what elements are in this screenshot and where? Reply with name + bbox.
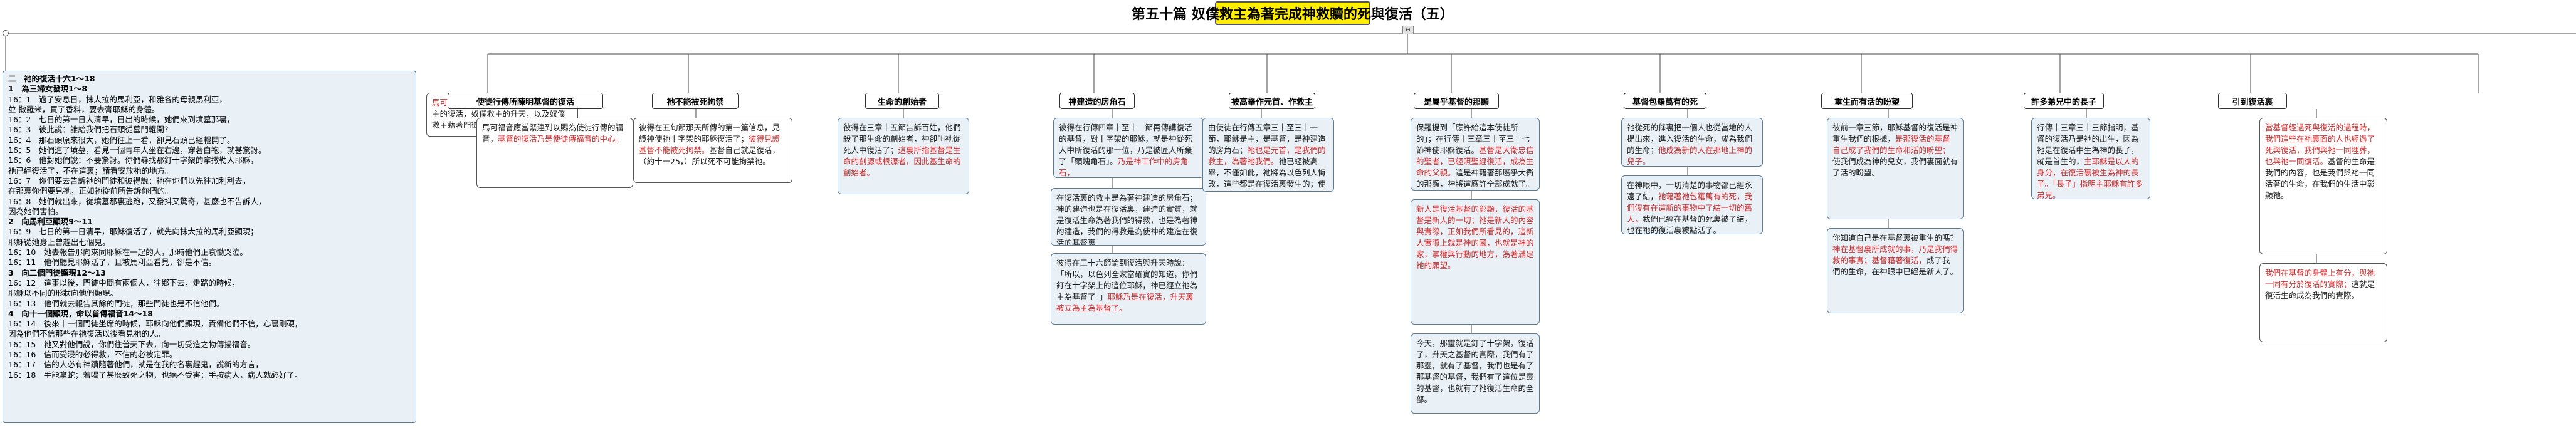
branch-note: 新人是復活基督的彰顯，復活的基督是新人的一切；祂是新人的內容與實際，正如我們所看… <box>1411 199 1540 325</box>
verse-line: 16：1 過了安息日，抹大拉的馬利亞，和雅各的母親馬利亞， <box>8 94 227 104</box>
text-segment: 這裏所指基督是生命的創源或根源者，因此基生命的創始者。 <box>843 145 961 177</box>
branch-note: 在復活裏的救主是為著神建造的房角石；神的建造也是在復活裏，建造的實質，就是復活生… <box>1051 188 1206 246</box>
verse-line: 16：3 彼此說：誰給我們把石頭從墓門輥開？ <box>8 125 172 135</box>
text-segment: 基督自己就是復活，（約十一25，）所以死不可能拘禁祂。 <box>639 145 781 166</box>
text-segment: 是那復活的基督自己成了我們的生命和活的盼望； <box>1832 134 1950 155</box>
text-segment: 耶穌乃是在復活，升天裏被立為主為基督了。 <box>1056 292 1194 313</box>
text-segment: 由使徒在行傳五章三十至三十一節，耶穌是主，是基督，是神建造的房角石； <box>1208 123 1326 155</box>
verse-line: 祂已經復活了，不在這裏；請看安放祂的地方。 <box>8 165 173 175</box>
text-segment: 你知道自己是在基督裏被重生的嗎？ <box>1832 233 1958 243</box>
branch-heading-10[interactable]: 引到復活裏 <box>2218 93 2287 109</box>
text-segment: 當基督經過死與復活的過程時，我們這些在祂裏面的人也經過了死與復活，我們與祂一同埋… <box>2265 123 2375 166</box>
verse-line: 16：17 信的人必有神蹟隨著他們，就是在我的名裏趕鬼，說新的方言， <box>8 360 263 370</box>
branch-heading-1[interactable]: 使徒行傳所陳明基督的復活 <box>448 93 603 109</box>
verse-line: 並 撒羅米，買了香料，要去膏耶穌的身體。 <box>8 104 160 114</box>
verse-line: 16：9 七日的第一日清早，耶穌復活了，就先向抹大拉的馬利亞顯現； <box>8 227 258 237</box>
text-segment: 彼得在五旬節那天所傳的第一篇信息，見證神使祂十字架的耶穌復活了； <box>639 123 781 144</box>
text-segment: 祂已經被高舉，不僅如此，祂將為以色列人悔改，這些都是在復活裏發生的；使得傳講福音… <box>1208 157 1326 191</box>
verse-line: 16：12 這事以後，門徒中間有兩個人，往鄉下去，走路的時候， <box>8 278 240 288</box>
branch-note: 行傳十三章三十三節指明，基督的復活乃是祂的出生，因為祂是在復活中生為神的長子，就… <box>2031 118 2150 199</box>
branch-heading-6[interactable]: 是屬乎基督的那顯 <box>1414 93 1499 109</box>
verse-line: 16：8 她們就出來，從墳墓那裏逃跑，又發抖又驚奇，甚麼也不告訴人， <box>8 196 266 206</box>
verse-line: 16：2 七日的第一日大清早，日出的時候，她們來到墳墓那裏， <box>8 115 235 125</box>
map-title: 第五十篇 奴僕救主為著完成神救贖的死與復活（五） <box>1132 1 1454 25</box>
branch-heading-9[interactable]: 許多弟兄中的長子 <box>2024 93 2104 109</box>
sidebar-node-circle[interactable] <box>3 30 9 36</box>
text-segment: 這是神藉著那屬乎大衛的那顯，神將這應許全部成就了。 <box>1416 168 1534 189</box>
text-segment: 新人是復活基督的彰顯，復活的基督是新人的一切；祂是新人的內容與實際，正如我們所看… <box>1416 204 1534 270</box>
branch-note: 彼得在行傳四章十至十二節再傳講復活的基督，對十字架的耶穌，就是神從死人中所復活的… <box>1053 118 1204 178</box>
verse-line: 16：16 信而受浸的必得救，不信的必被定罪。 <box>8 350 177 360</box>
text-segment: 祂藉著祂包羅萬有的死，我們沒有在這新的事物中了結一切的舊人， <box>1627 192 1753 224</box>
verse-line: 耶穌以不同的形狀向他們顯現。 <box>8 288 118 298</box>
branch-note: 彼得在三十六節論到復活與升天時說：「所以，以色列全家當確實的知道，你們釘在十字架… <box>1051 253 1206 325</box>
collapse-toggle-icon[interactable]: ⊖ <box>1402 26 1414 34</box>
text-segment: 彼得見證基督不能被死拘禁。 <box>639 134 781 155</box>
text-segment: 乃是神工作中的房角石， <box>1059 157 1189 177</box>
text-segment: 這就是復活生命成為我們的實際。 <box>2265 279 2375 300</box>
branch-note: 由使徒在行傳五章三十至三十一節，耶穌是主，是基督，是神建造的房角石；祂也是元首，… <box>1202 118 1334 192</box>
verse-line: 16：13 他們就去報告其餘的門徒，那些門徒也是不信他們。 <box>8 298 224 308</box>
text-segment: 我們在基督的身體上有分，與祂一同有分於復活的實際； <box>2265 268 2375 289</box>
text-segment: 祂也是元首，是我們的救主，為著祂我們。 <box>1208 145 1326 166</box>
text-segment: 乃是被匠人所棄了「頭塊角石」。 <box>1059 145 1192 166</box>
text-segment: 基督是大衛忠信的聖者，已經照聖經復活，成為生命的父親。 <box>1416 145 1534 177</box>
verse-line: 16：7 你們要去告訴祂的門徒和彼得說：祂在你們以先往加利利去， <box>8 175 251 185</box>
text-segment: 他成為新的人在那地上神的兒子。 <box>1627 145 1753 166</box>
text-segment: 彼得在行傳四章十至十二節再傳講復活的基督，對十字架的耶穌，就是神從死人中所復活的… <box>1059 123 1192 155</box>
text-segment: 今天，那靈就是釘了十字架，復活了，升天之基督的實際，我們有了那靈，就有了基督，我… <box>1416 338 1534 404</box>
verse-line: 因為他們不信那些在祂復活以後看見祂的人。 <box>8 329 166 339</box>
verse-line: 16：4 那石頭原來很大，她們往上一看，卻見石頭已經輥開了。 <box>8 135 235 145</box>
text-segment: 祂從死的條裏把一個人也從當地的人提出來，進入復活的生命，成為我們的生命； <box>1627 123 1753 155</box>
text-segment: 成了我們的生命，在神眼中已經是新人了。 <box>1832 256 1958 276</box>
verse-line: 16：10 她去報告那向來同耶穌在一起的人，那時他們正哀慟哭泣。 <box>8 248 248 258</box>
section-heading: 1 為三婦女發現1～8 <box>8 84 88 94</box>
branch-heading-4[interactable]: 神建造的房角石 <box>1059 93 1135 109</box>
text-segment: 主耶穌是以人的身分，在復活裏被生為神的長子。「長子」指明主耶穌有許多弟兄。 <box>2037 157 2143 199</box>
text-segment: 使我們成為神的兒女，我們裏面就有了活的盼望。 <box>1832 157 1958 177</box>
verse-line: 耶穌從她身上曾趕出七個鬼。 <box>8 237 110 247</box>
verse-line: 在那裏你們要見祂，正如祂從前所告訴你們的。 <box>8 186 173 196</box>
section-heading: 4 向十一個顯現，命以普傳福音14～18 <box>8 308 153 318</box>
text-segment: 在神眼中，一切清楚的事物都已經永遠了結， <box>1627 180 1753 201</box>
branch-note: 保羅提到「應許給這本使徒所的」；在行傳十三章三十至三十七節神使耶穌復活。基督是大… <box>1411 118 1540 191</box>
branch-note: 彼前一章三節，耶穌基督的復活是神重生我們的根據，是那復活的基督自己成了我們的生命… <box>1827 118 1964 219</box>
text-segment: 行傳十三章三十三節指明，基督的復活乃是祂的出生，因為祂是在復活中生為神的長子，就… <box>2037 123 2139 166</box>
branch-note: 彼得在三章十五節告訴百姓，他們殺了那生命的創始者，神卻叫祂從死人中復活了；這裏所… <box>838 118 969 194</box>
text-segment: 基督的復活乃是使徒傳福音的中心。 <box>498 134 624 144</box>
branch-heading-3[interactable]: 生命的創始者 <box>865 93 939 109</box>
branch-note: 祂從死的條裏把一個人也從當地的人提出來，進入復活的生命，成為我們的生命；他成為新… <box>1621 118 1763 167</box>
branch-note: 今天，那靈就是釘了十字架，復活了，升天之基督的實際，我們有了那靈，就有了基督，我… <box>1411 333 1540 414</box>
section-heading: 2 向馬利亞顯現9～11 <box>8 217 93 227</box>
text-segment: 馬可福音應當緊連到以賜為使徒行傳的福音， <box>482 123 624 144</box>
text-segment: 彼前一章三節，耶穌基督的復活是神重生我們的根據， <box>1832 123 1958 144</box>
branch-heading-7[interactable]: 基督包羅萬有的死 <box>1624 93 1706 109</box>
text-segment: 彼得在三十六節論到復活與升天時說：「所以，以色列全家當確實的知道，你們釘在十字架… <box>1056 258 1198 301</box>
verse-line: 16：6 他對她們說：不要驚訝。你們尋找那釘十字架的拿撒勒人耶穌， <box>8 155 258 165</box>
section-heading: 3 向二個門徒顯現12～13 <box>8 268 106 278</box>
text-segment: 保羅提到「應許給這本使徒所的」；在行傳十三章三十至三十七節神使耶穌復活。 <box>1416 123 1530 155</box>
branch-heading-5[interactable]: 被高舉作元首、作救主 <box>1229 93 1315 109</box>
text-segment: 神在基督裏所成就的事，乃是我們得救的事實；基督藉著復活， <box>1832 244 1958 265</box>
branch-note: 我們在基督的身體上有分，與祂一同有分於復活的實際；這就是復活生命成為我們的實際。 <box>2259 263 2387 342</box>
section-heading: 二 祂的復活十六1～18 <box>8 74 95 83</box>
verse-line: 16：15 祂又對他們說，你們往普天下去，向一切受造之物傳揚福音。 <box>8 339 256 349</box>
text-segment: 在復活裏的救主是為著神建造的房角石；神的建造也是在復活裏，建造的實質，就是復活生… <box>1056 193 1198 246</box>
verse-line: 16：14 後來十一個門徒坐席的時候，耶穌向他們顯現，責備他們不信，心裏剛硬， <box>8 319 303 329</box>
branch-heading-2[interactable]: 祂不能被死拘禁 <box>652 93 739 109</box>
verse-line: 因為她們害怕。 <box>8 206 63 216</box>
branch-note: 馬可福音應當緊連到以賜為使徒行傳的福音，基督的復活乃是使徒傳福音的中心。 <box>476 118 633 188</box>
branch-note: 彼得在五旬節那天所傳的第一篇信息，見證神使祂十字架的耶穌復活了；彼得見證基督不能… <box>633 118 792 183</box>
text-segment: 我們已經在基督的死裏被了結，也在祂的復活裏被點活了。 <box>1627 214 1753 234</box>
branch-heading-8[interactable]: 重生而有活的盼望 <box>1821 93 1913 109</box>
verse-line: 16：5 她們進了墳墓，看見一個青年人坐在右邊，穿著白袍，就甚驚訝。 <box>8 145 266 155</box>
verse-line: 16：11 他們聽見耶穌活了，且被馬利亞看見，卻是不信。 <box>8 258 216 268</box>
branch-note: 在神眼中，一切清楚的事物都已經永遠了結，祂藉著祂包羅萬有的死，我們沒有在這新的事… <box>1621 175 1763 234</box>
verse-line: 16：18 手能拿蛇；若喝了甚麼致死之物，也絕不受害；手按病人，病人就必好了。 <box>8 370 303 380</box>
text-segment: 彼得在三章十五節告訴百姓，他們殺了那生命的創始者，神卻叫祂從死人中復活了； <box>843 123 961 155</box>
branch-note: 當基督經過死與復活的過程時，我們這些在祂裏面的人也經過了死與復活，我們與祂一同埋… <box>2259 118 2387 254</box>
text-segment: 基督的生命是我們的內容，也是我們與祂一同活著的生命，在我們的生活中彰顯祂。 <box>2265 157 2375 200</box>
branch-note: 你知道自己是在基督裏被重生的嗎？神在基督裏所成就的事，乃是我們得救的事實；基督藉… <box>1827 228 1964 313</box>
